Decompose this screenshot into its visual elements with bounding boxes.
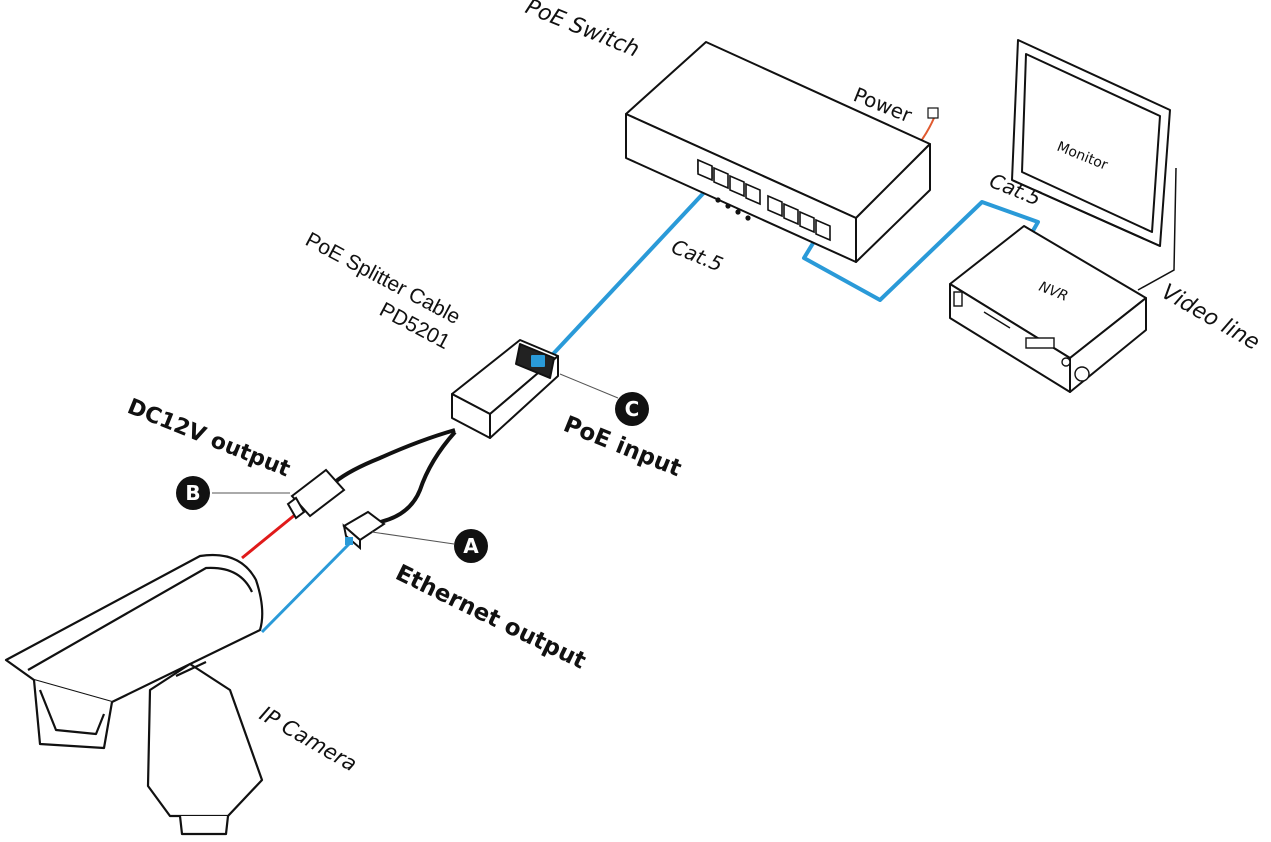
marker-c-label: C [625,397,640,421]
power-plug-icon [927,107,939,119]
label-ethernet-output: Ethernet output [391,560,589,675]
callout-line-a [371,531,455,545]
cat5-cable-switch-splitter [538,182,714,370]
label-ip-camera: IP Camera [256,702,361,777]
splitter-ethernet-lead [379,430,457,524]
nvr-icon [949,225,1147,393]
label-poe-switch: PoE Switch [522,0,643,63]
label-dc-output: DC12V output [124,394,294,482]
marker-a-label: A [463,534,479,558]
monitor-icon [1011,39,1171,247]
marker-a: A [454,529,488,563]
video-line-cable [1137,167,1177,291]
dc-cable-camera [241,512,297,560]
marker-c: C [615,392,649,426]
callout-line-c [559,373,619,399]
marker-b-label: B [185,481,200,505]
dc-plug-icon [286,468,346,520]
label-cat5-mid: Cat.5 [668,234,726,276]
rj45-plug-icon [342,510,386,551]
splitter-icon [451,339,559,439]
switch-ports [697,158,831,242]
marker-b: B [176,476,210,510]
label-video-line: Video line [1157,280,1264,356]
nvr-front-panel [953,291,1090,382]
ip-camera-icon [4,554,264,836]
cat5-cable-switch-nvr [802,200,1040,302]
splitter-dc-lead [333,428,456,484]
switch-dots [715,197,751,221]
ethernet-cable-camera [260,541,352,634]
